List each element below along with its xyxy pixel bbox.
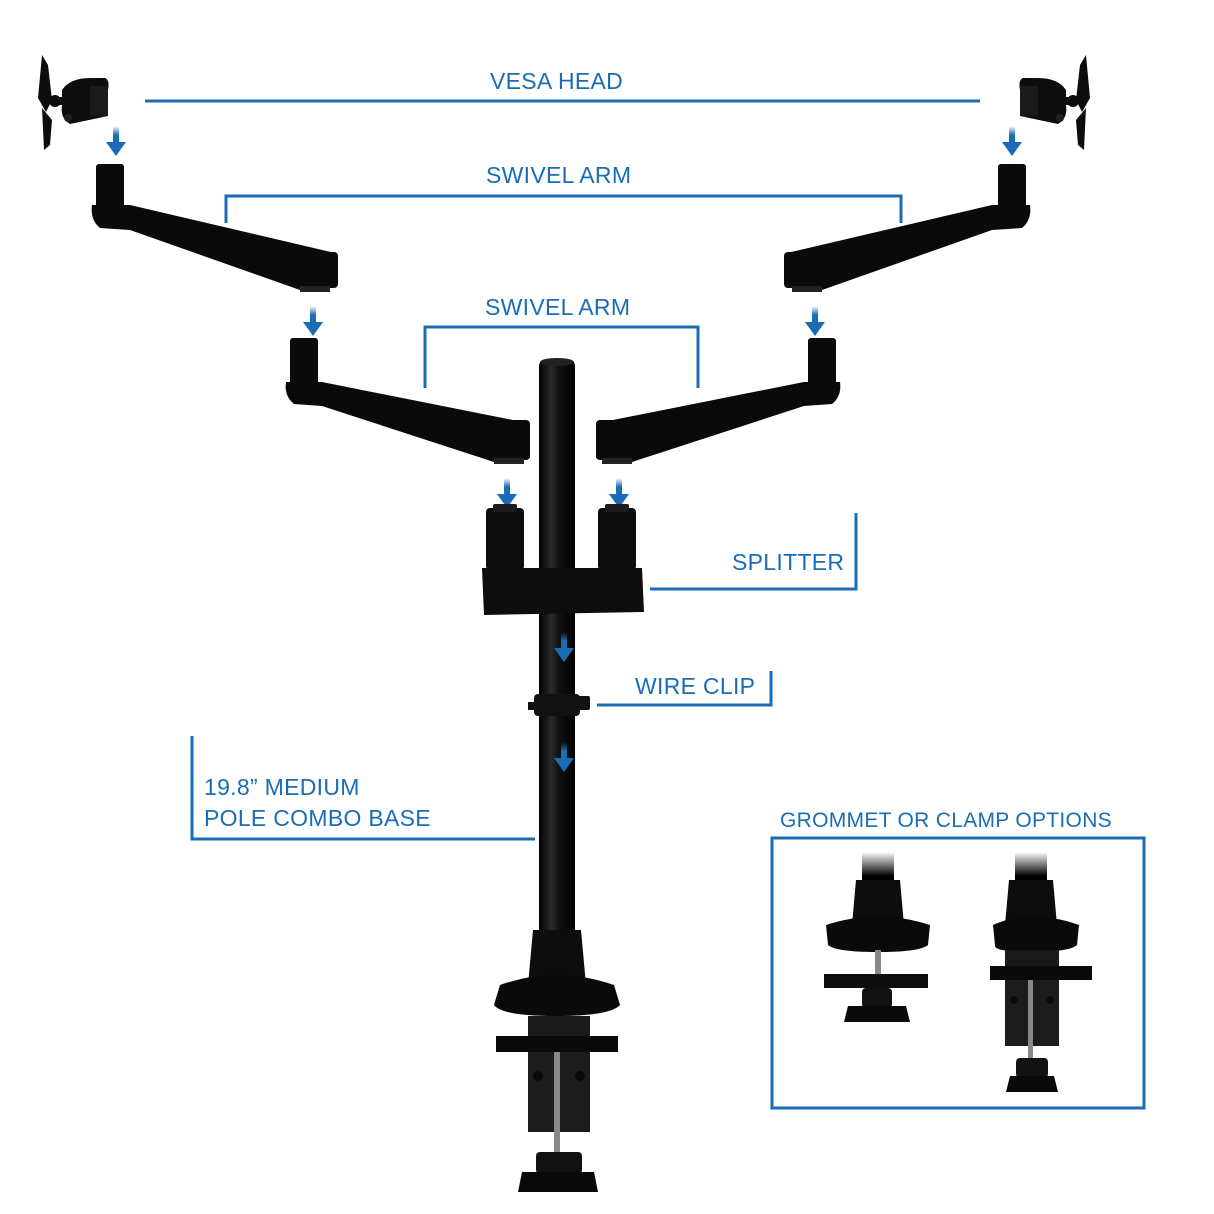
label-swivel-arm-lower: SWIVEL ARM xyxy=(485,294,631,320)
splitter-graphic xyxy=(482,504,644,615)
clamp-option-graphic xyxy=(990,852,1092,1092)
pole-base-line xyxy=(190,736,535,841)
label-swivel-arm-upper: SWIVEL ARM xyxy=(486,162,632,188)
grommet-option-graphic xyxy=(824,852,930,1022)
arrow-down-icon xyxy=(609,478,629,508)
upper-swivel-arm-bracket xyxy=(224,194,903,223)
upper-swivel-arm-right-graphic xyxy=(784,164,1031,292)
vesa-head-left-graphic xyxy=(38,55,109,150)
arrow-down-icon xyxy=(805,306,825,336)
lower-swivel-arm-left-graphic xyxy=(285,338,530,464)
lower-swivel-arm-right-graphic xyxy=(596,338,841,464)
arrow-down-icon xyxy=(497,478,517,508)
wire-clip-graphic xyxy=(528,694,590,716)
label-mount-options: GROMMET OR CLAMP OPTIONS xyxy=(780,809,1112,832)
label-pole-base: 19.8” MEDIUM POLE COMBO BASE xyxy=(204,774,431,831)
callout-lines xyxy=(145,99,1146,1110)
arrow-down-icon xyxy=(1002,126,1022,156)
vesa-head-right-graphic xyxy=(1019,55,1090,150)
clamp-base-graphic xyxy=(494,930,620,1192)
arrow-down-icon xyxy=(106,126,126,156)
label-vesa-head: VESA HEAD xyxy=(490,68,624,94)
splitter-line xyxy=(650,513,858,591)
label-wire-clip: WIRE CLIP xyxy=(635,673,756,699)
mount-options-box xyxy=(770,836,1146,1110)
wire-clip-line xyxy=(597,671,773,707)
label-splitter: SPLITTER xyxy=(732,549,845,575)
lower-swivel-arm-bracket xyxy=(423,325,700,388)
arrow-down-icon xyxy=(303,306,323,336)
upper-swivel-arm-left-graphic xyxy=(91,164,339,292)
